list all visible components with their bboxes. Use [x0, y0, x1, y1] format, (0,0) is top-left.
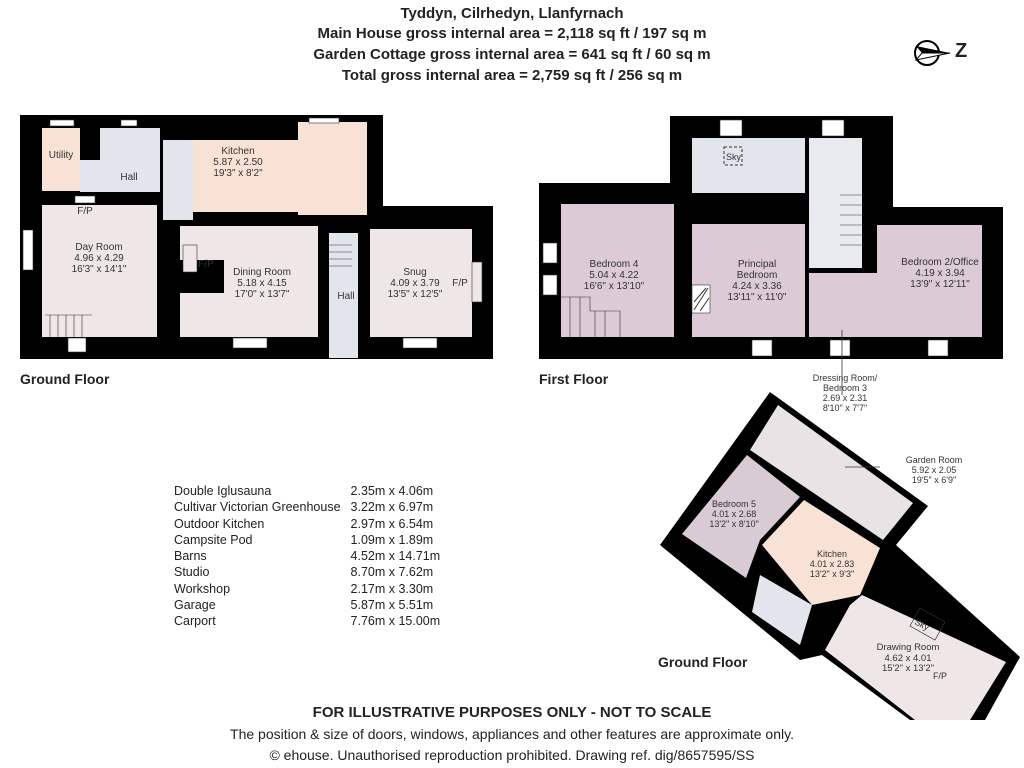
fireplace-label: F/P [198, 259, 214, 270]
outbuilding-size: 2.17m x 3.30m [350, 581, 434, 596]
utility-label: Utility [48, 150, 74, 161]
outbuilding-row: Cultivar Victorian Greenhouse 3.22m x 6.9… [174, 499, 440, 515]
outbuilding-size: 4.52m x 14.71m [350, 549, 441, 564]
bedroom-2 [877, 225, 982, 337]
outbuilding-size: 2.35m x 4.06m [350, 484, 434, 498]
disclaimer: FOR ILLUSTRATIVE PURPOSES ONLY - NOT TO … [312, 704, 712, 721]
outbuilding-size: 1.09m x 1.89m [350, 532, 434, 547]
ground-floor-label: Ground Floor [20, 371, 110, 387]
kitchen-room [193, 140, 298, 212]
cottage-kitchen [762, 500, 880, 605]
outbuilding-row: Campsite Pod 1.09m x 1.89m [174, 532, 440, 548]
approximation-note: The position & size of doors, windows, a… [230, 726, 794, 742]
outbuilding-name: Barns [174, 549, 207, 564]
outbuilding-size: 3.22m x 6.97m [350, 500, 434, 515]
cottage-shower [752, 575, 812, 645]
fireplace-label: F/P [77, 206, 93, 217]
outbuilding-row: Garage 5.87m x 5.51m [174, 597, 440, 613]
total-area: Total gross internal area = 2,759 sq ft … [341, 67, 683, 84]
outbuilding-name: Outdoor Kitchen [174, 516, 265, 531]
outbuilding-row: Double Iglusauna 2.35m x 4.06m [174, 483, 440, 499]
shower-room [100, 128, 160, 160]
drawing-room [825, 595, 1006, 720]
outbuilding-row: Barns 4.52m x 14.71m [174, 548, 440, 564]
dressing-room [809, 273, 882, 337]
skylight-label: Sky [726, 152, 742, 162]
garden-room [750, 405, 913, 540]
bedroom-5 [682, 455, 800, 578]
snug-room [370, 229, 472, 337]
outbuilding-name: Cultivar Victorian Greenhouse [174, 500, 341, 515]
outbuilding-row: Outdoor Kitchen 2.97m x 6.54m [174, 516, 440, 532]
north-arrow-icon [914, 40, 951, 66]
first-floor-plan: Sky [539, 116, 1003, 395]
main-house-area: Main House gross internal area = 2,118 s… [317, 25, 707, 42]
outbuilding-row: Workshop 2.17m x 3.30m [174, 581, 440, 597]
principal-bedroom [692, 224, 805, 337]
hall-lower [329, 233, 358, 358]
outbuilding-name: Campsite Pod [174, 532, 253, 547]
outbuilding-size: 5.87m x 5.51m [350, 598, 434, 613]
ground-floor-plan [20, 115, 493, 359]
outbuilding-name: Studio [174, 565, 210, 580]
hall-upper [80, 160, 160, 192]
fireplace-label: F/P [452, 278, 468, 289]
outbuilding-size: 2.97m x 6.54m [350, 516, 434, 531]
outbuilding-size: 7.76m x 15.00m [350, 614, 441, 629]
copyright-note: © ehouse. Unauthorised reproduction proh… [269, 747, 755, 763]
outbuilding-size: 8.70m x 7.62m [350, 565, 434, 580]
bathroom [692, 138, 805, 193]
plan-title: Tyddyn, Cilrhedyn, Llanfyrnach [400, 5, 624, 22]
outbuilding-name: Double Iglusauna [174, 484, 272, 498]
kitchen-annex [298, 122, 367, 215]
outbuilding-row: Carport 7.76m x 15.00m [174, 613, 440, 629]
outbuilding-name: Garage [174, 598, 216, 613]
corridor [163, 140, 193, 220]
first-floor-label: First Floor [539, 371, 609, 387]
garden-cottage-plan: Sky [660, 392, 1020, 720]
garden-cottage-area: Garden Cottage gross internal area = 641… [313, 46, 711, 63]
outbuilding-row: Studio 8.70m x 7.62m [174, 564, 440, 580]
outbuilding-name: Workshop [174, 581, 231, 596]
hall-upper-label: Hall [120, 172, 138, 183]
landing [809, 138, 862, 268]
hall-lower-label: Hall [337, 291, 355, 302]
cottage-fireplace-label: F/P [932, 671, 948, 681]
utility-room [42, 128, 80, 191]
outbuilding-name: Carport [174, 614, 216, 629]
compass-label: Z [955, 40, 968, 62]
cottage-floor-label: Ground Floor [658, 654, 748, 670]
